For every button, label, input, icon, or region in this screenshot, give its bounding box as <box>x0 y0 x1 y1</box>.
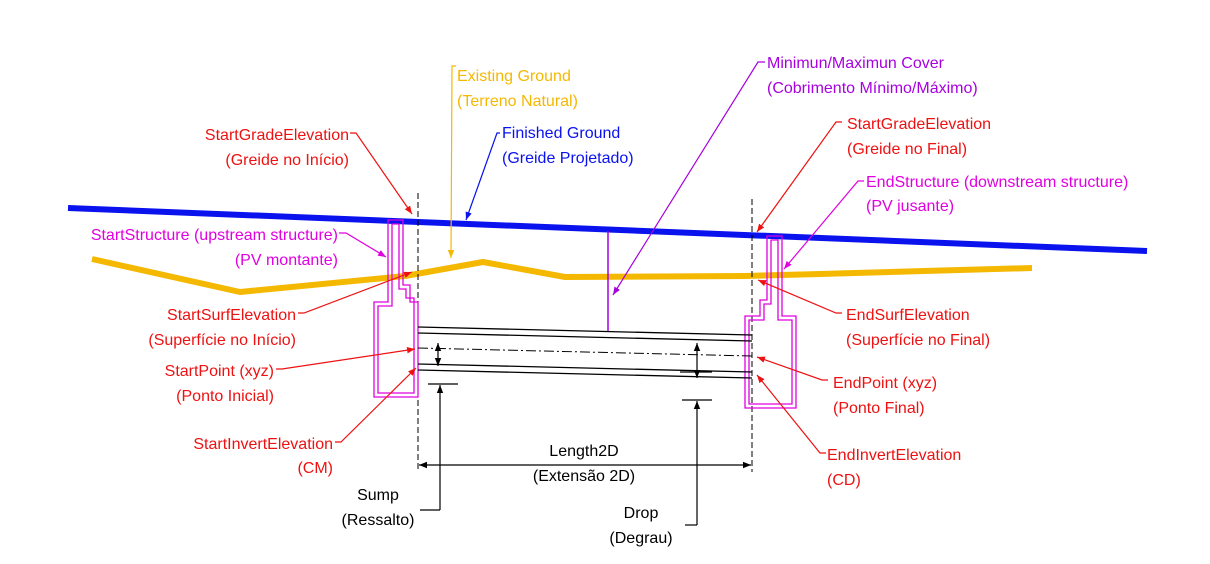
length2d-label: Length2D <box>549 443 618 460</box>
start-point-label: StartPoint (xyz) <box>165 363 274 380</box>
cover-label: Minimun/Maximun Cover <box>767 55 945 72</box>
start-grade-label-pt: (Greide no Início) <box>225 152 349 169</box>
end-invert-label: EndInvertElevation <box>827 447 961 464</box>
start-structure-label: StartStructure (upstream structure) <box>91 227 338 244</box>
drop-label-pt: (Degrau) <box>609 530 672 547</box>
start-invert-label: StartInvertElevation <box>193 436 333 453</box>
length2d-label-pt: (Extensão 2D) <box>533 468 635 485</box>
finished-ground-label: Finished Ground <box>502 125 620 142</box>
start-surf-label-pt: (Superfície no Início) <box>148 332 296 349</box>
start-structure <box>373 219 419 398</box>
end-structure-label-pt: (PV jusante) <box>866 198 954 215</box>
end-structure <box>744 235 797 409</box>
end-grade-label-pt: (Greide no Final) <box>847 141 967 158</box>
drop-label: Drop <box>624 505 659 522</box>
end-surf-label: EndSurfElevation <box>846 307 970 324</box>
sump-label: Sump <box>357 487 399 504</box>
existing-ground-line <box>91 256 1033 295</box>
pipe <box>417 326 753 379</box>
existing-ground-label: Existing Ground <box>457 68 571 85</box>
end-point-label-pt: (Ponto Final) <box>833 400 925 417</box>
start-invert-label-pt: (CM) <box>297 460 333 477</box>
cover-label-pt: (Cobrimento Mínimo/Máximo) <box>767 80 978 97</box>
leader-lines <box>276 61 864 454</box>
sump-label-pt: (Ressalto) <box>342 512 415 529</box>
finished-ground-label-pt: (Greide Projetado) <box>502 150 634 167</box>
existing-ground-label-pt: (Terreno Natural) <box>457 93 578 110</box>
end-surf-label-pt: (Superfície no Final) <box>846 332 990 349</box>
sump-drop-marks <box>420 343 712 526</box>
start-point-label-pt: (Ponto Inicial) <box>176 388 274 405</box>
finished-ground-line <box>67 205 1148 254</box>
end-grade-label: StartGradeElevation <box>847 116 991 133</box>
end-structure-label: EndStructure (downstream structure) <box>866 174 1128 191</box>
end-invert-label-pt: (CD) <box>827 472 861 489</box>
start-structure-label-pt: (PV montante) <box>235 252 338 269</box>
start-grade-label: StartGradeElevation <box>205 127 349 144</box>
start-surf-label: StartSurfElevation <box>167 307 296 324</box>
end-point-label: EndPoint (xyz) <box>833 375 937 392</box>
